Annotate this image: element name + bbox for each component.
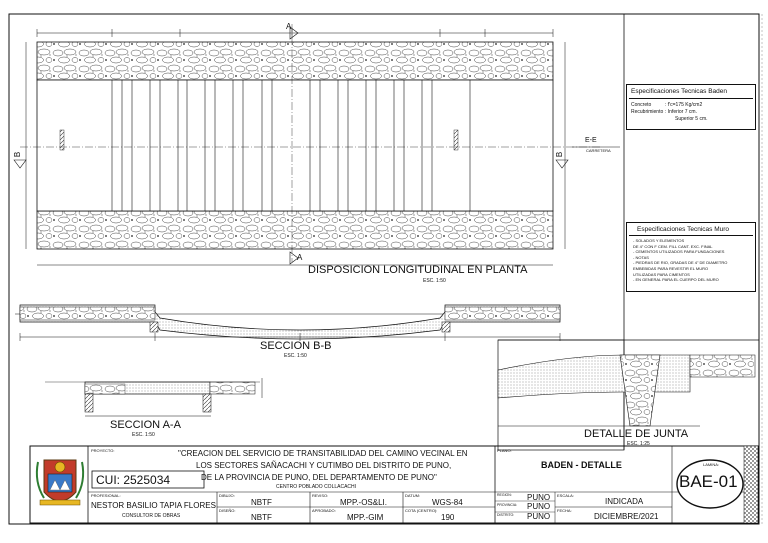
coat-of-arms-logo	[35, 459, 85, 506]
spec-baden-val-1: : Inferior 7 cm.	[665, 109, 697, 115]
cui-code: CUI: 2525034	[96, 473, 171, 487]
section-aa-drawing	[45, 378, 263, 417]
aprobado-label: APROBADO:	[312, 508, 336, 513]
spec-baden-key-0: Concreto	[631, 102, 652, 108]
cota-value: 190	[441, 513, 455, 522]
distrito-value: PUNO	[527, 512, 551, 521]
region-value: PUNO	[527, 493, 551, 502]
spec-baden-val-2: Superior 5 cm.	[675, 116, 708, 122]
profesional-label: PROFESIONAL:	[91, 493, 121, 498]
lamina-code: BAE-01	[679, 472, 738, 491]
plan-title: DISPOSICION LONGITUDINAL EN PLANTA	[308, 264, 528, 276]
reviso-label: REVISO:	[312, 493, 329, 498]
diseno-label: DISEÑO:	[219, 508, 236, 513]
escala-label: ESCALA:	[557, 493, 574, 498]
profesional-name: NESTOR BASILIO TAPIA FLORES	[91, 501, 216, 510]
spec-muro-line-5: EMBEBIDAS PARA REVESTIR EL MURO	[633, 265, 709, 271]
spec-muro-line-7: - EN GENERAL PARA EL CUERPO DEL MURO	[633, 277, 719, 283]
fecha-label: FECHA:	[557, 508, 572, 513]
section-mark-a-bottom: A	[297, 253, 303, 262]
section-mark-b-right: B	[555, 151, 565, 158]
spec-muro-line-2: - CEMENTOS UTILIZADOS PARA FUNDACIONES	[633, 249, 725, 255]
aprobado-value: MPP.-GIM	[347, 513, 384, 522]
slope-label: E-E	[585, 137, 597, 144]
section-mark-b-left: B	[13, 151, 23, 158]
provincia-label: PROVINCIA:	[497, 503, 518, 507]
dibujo-label: DIBUJO:	[219, 493, 235, 498]
spec-muro-line-3: - NOTAS	[633, 254, 649, 260]
plan-scale: ESC. 1:50	[423, 278, 446, 284]
spec-baden-val-0: : f'c=175 Kg/cm2	[665, 102, 703, 108]
plan-view	[13, 24, 620, 266]
detail-junta-drawing	[497, 339, 759, 451]
profesional-role: CONSULTOR DE OBRAS	[122, 513, 181, 519]
spec-muro-title: Especificaciones Tecnicas Muro	[637, 226, 730, 233]
region-label: REGION:	[497, 493, 512, 497]
spec-baden-title: Especificaciones Tecnicas Baden	[631, 88, 727, 95]
title-block-frame	[29, 445, 759, 524]
project-title-line-0: "CREACION DEL SERVICIO DE TRANSITABILIDA…	[178, 449, 468, 458]
distrito-label: DISTRITO:	[497, 513, 515, 517]
dibujo-value: NBTF	[251, 498, 272, 507]
stone-band-top	[36, 41, 554, 81]
title-block-hatch	[743, 445, 759, 524]
section-bb-title: SECCION B-B	[260, 340, 332, 352]
project-title-line-2: DE LA PROVINCIA DE PUNO, DEL DEPARTAMENT…	[201, 473, 437, 482]
spec-muro-box: Especificaciones Tecnicas Muro - SOLADOS…	[626, 222, 756, 292]
stone-band-bottom	[36, 210, 554, 250]
diseno-value: NBTF	[251, 513, 272, 522]
spec-muro-line-6: UTILIZADAS PARA CIMENTOS	[633, 271, 690, 277]
spec-muro-line-0: - SOLADOS Y ELEMENTOS	[633, 238, 685, 243]
reviso-value: MPP.-OS&LI.	[340, 498, 387, 507]
cota-label: COTA (CENTRO):	[405, 508, 438, 513]
plano-title: BADEN - DETALLE	[541, 460, 622, 470]
plano-label: PLANO:	[497, 448, 512, 453]
section-aa-title: SECCION A-A	[110, 419, 181, 431]
detail-scale: ESC. 1:25	[627, 441, 650, 447]
detail-title: DETALLE DE JUNTA	[584, 428, 689, 440]
section-bb-scale: ESC. 1:50	[284, 353, 307, 359]
slope-note: CARRETERA	[586, 148, 611, 153]
project-title-line-1: LOS SECTORES SAÑACACHI Y CUTIMBO DEL DIS…	[196, 461, 452, 470]
datum-value: WGS-84	[432, 498, 463, 507]
fecha-value: DICIEMBRE/2021	[594, 512, 659, 521]
proyecto-label: PROYECTO:	[91, 448, 115, 453]
section-aa-scale: ESC. 1:50	[132, 432, 155, 438]
centro-poblado: CENTRO POBLADO COLLACACHI	[276, 484, 357, 490]
lamina-label: LAMINA:	[703, 462, 720, 467]
provincia-value: PUNO	[527, 502, 551, 511]
spec-baden-key-1: Recubrimiento	[631, 109, 664, 115]
lamina-oval	[676, 459, 744, 509]
datum-label: DATUM:	[405, 493, 421, 498]
section-bb-drawing	[15, 304, 561, 341]
escala-value: INDICADA	[605, 497, 644, 506]
slab-area	[36, 79, 554, 212]
spec-muro-line-4: - PIEDRAS DE RIO, GRADAS DE 4" DE DIAMET…	[633, 260, 728, 266]
section-mark-a-top: A	[286, 22, 292, 31]
spec-muro-line-1: DE 4" CON F CEM. FILL CANT. EXC. FINAL	[633, 243, 713, 249]
spec-baden-box: Especificaciones Tecnicas Baden Concreto…	[626, 84, 756, 130]
